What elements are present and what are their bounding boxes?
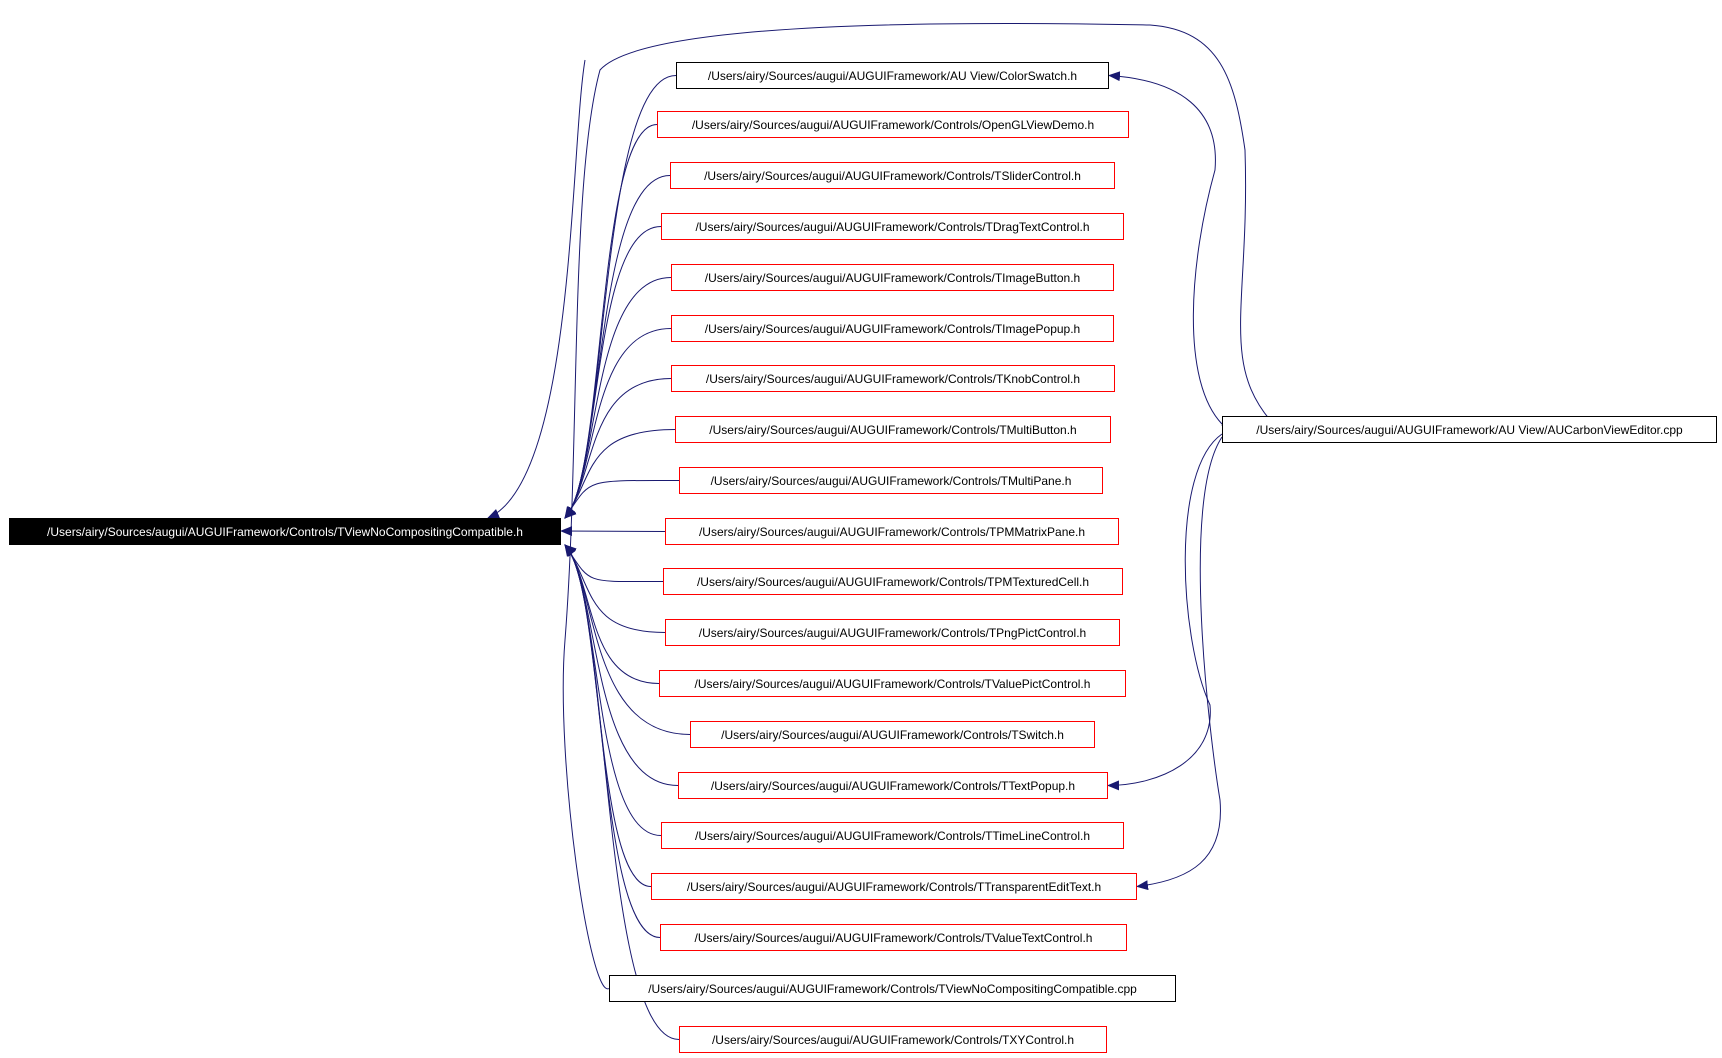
node-label: /Users/airy/Sources/augui/AUGUIFramework… bbox=[710, 778, 1076, 793]
edge-aucarbonvieweditor-cpp-to-ttext-popup-h bbox=[1107, 433, 1223, 791]
node-label: /Users/airy/Sources/augui/AUGUIFramework… bbox=[698, 524, 1086, 539]
node-label: /Users/airy/Sources/augui/AUGUIFramework… bbox=[710, 473, 1072, 488]
node-label: /Users/airy/Sources/augui/AUGUIFramework… bbox=[694, 828, 1090, 843]
node-label: /Users/airy/Sources/augui/AUGUIFramework… bbox=[709, 422, 1077, 437]
edge-tknob-control-h-to-root bbox=[564, 378, 672, 519]
node-tvalue-text-control-h[interactable]: /Users/airy/Sources/augui/AUGUIFramework… bbox=[660, 924, 1127, 951]
edge-aucarbonvieweditor-cpp-to-ttransparent-edit-text-h bbox=[1136, 436, 1223, 891]
node-aucarbonvieweditor-cpp[interactable]: /Users/airy/Sources/augui/AUGUIFramework… bbox=[1222, 416, 1717, 443]
node-label: /Users/airy/Sources/augui/AUGUIFramework… bbox=[694, 930, 1093, 945]
node-open-glview-demo-h[interactable]: /Users/airy/Sources/augui/AUGUIFramework… bbox=[657, 111, 1129, 138]
node-ttransparent-edit-text-h[interactable]: /Users/airy/Sources/augui/AUGUIFramework… bbox=[651, 873, 1137, 900]
node-label: /Users/airy/Sources/augui/AUGUIFramework… bbox=[704, 270, 1081, 285]
node-timage-popup-h[interactable]: /Users/airy/Sources/augui/AUGUIFramework… bbox=[671, 315, 1114, 342]
node-label: /Users/airy/Sources/augui/AUGUIFramework… bbox=[648, 981, 1137, 996]
node-ttime-line-control-h[interactable]: /Users/airy/Sources/augui/AUGUIFramework… bbox=[661, 822, 1124, 849]
node-label: /Users/airy/Sources/augui/AUGUIFramework… bbox=[698, 625, 1087, 640]
node-label: /Users/airy/Sources/augui/AUGUIFramework… bbox=[695, 219, 1090, 234]
edge-tpmmatrix-pane-h-to-root bbox=[560, 526, 666, 537]
node-tpng-pict-control-h[interactable]: /Users/airy/Sources/augui/AUGUIFramework… bbox=[665, 619, 1120, 646]
edge-txycontrol-h-to-root bbox=[564, 544, 680, 1040]
node-tpmtextured-cell-h[interactable]: /Users/airy/Sources/augui/AUGUIFramework… bbox=[663, 568, 1123, 595]
node-txycontrol-h[interactable]: /Users/airy/Sources/augui/AUGUIFramework… bbox=[679, 1026, 1107, 1053]
node-tview-no-compositing-compatible-cpp[interactable]: /Users/airy/Sources/augui/AUGUIFramework… bbox=[609, 975, 1176, 1002]
node-label: /Users/airy/Sources/augui/AUGUIFramework… bbox=[705, 371, 1081, 386]
node-tdrag-text-control-h[interactable]: /Users/airy/Sources/augui/AUGUIFramework… bbox=[661, 213, 1124, 240]
edge-tview-cpp-loop bbox=[562, 22, 1271, 990]
node-tpmmatrix-pane-h[interactable]: /Users/airy/Sources/augui/AUGUIFramework… bbox=[665, 518, 1119, 545]
node-tknob-control-h[interactable]: /Users/airy/Sources/augui/AUGUIFramework… bbox=[671, 365, 1115, 392]
edge-tmulti-pane-h-to-root bbox=[564, 479, 680, 519]
node-color-swatch-h[interactable]: /Users/airy/Sources/augui/AUGUIFramework… bbox=[676, 62, 1109, 89]
edge-tvalue-text-control-h-to-root bbox=[564, 544, 661, 938]
node-label: /Users/airy/Sources/augui/AUGUIFramework… bbox=[691, 117, 1095, 132]
edge-aucarbonvieweditor-cpp-to-color-swatch-h bbox=[1108, 71, 1223, 425]
node-tslider-control-h[interactable]: /Users/airy/Sources/augui/AUGUIFramework… bbox=[670, 162, 1115, 189]
node-tvalue-pict-control-h[interactable]: /Users/airy/Sources/augui/AUGUIFramework… bbox=[659, 670, 1126, 697]
node-label: /Users/airy/Sources/augui/AUGUIFramework… bbox=[721, 727, 1064, 742]
node-timage-button-h[interactable]: /Users/airy/Sources/augui/AUGUIFramework… bbox=[671, 264, 1114, 291]
edge-open-glview-demo-h-to-root bbox=[564, 124, 658, 519]
edge-tmulti-button-h-to-root bbox=[564, 429, 676, 519]
node-label: /Users/airy/Sources/augui/AUGUIFramework… bbox=[711, 1032, 1075, 1047]
node-ttext-popup-h[interactable]: /Users/airy/Sources/augui/AUGUIFramework… bbox=[678, 772, 1108, 799]
root-header-label: /Users/airy/Sources/augui/AUGUIFramework… bbox=[47, 524, 523, 539]
node-label: /Users/airy/Sources/augui/AUGUIFramework… bbox=[696, 574, 1090, 589]
node-label: /Users/airy/Sources/augui/AUGUIFramework… bbox=[694, 676, 1091, 691]
edge-tpng-pict-control-h-to-root bbox=[564, 544, 666, 633]
node-tswitch-h[interactable]: /Users/airy/Sources/augui/AUGUIFramework… bbox=[690, 721, 1095, 748]
edge-color-swatch-h-to-root bbox=[564, 75, 677, 519]
node-label: /Users/airy/Sources/augui/AUGUIFramework… bbox=[704, 321, 1081, 336]
node-label: /Users/airy/Sources/augui/AUGUIFramework… bbox=[704, 168, 1081, 183]
node-label: /Users/airy/Sources/augui/AUGUIFramework… bbox=[707, 68, 1078, 83]
edge-ttime-line-control-h-to-root bbox=[564, 544, 662, 836]
root-header-node: /Users/airy/Sources/augui/AUGUIFramework… bbox=[9, 518, 561, 545]
node-tmulti-pane-h[interactable]: /Users/airy/Sources/augui/AUGUIFramework… bbox=[679, 467, 1103, 494]
edge-tview-no-compositing-compatible-cpp-to-root bbox=[487, 59, 586, 519]
node-label: /Users/airy/Sources/augui/AUGUIFramework… bbox=[686, 879, 1102, 894]
node-label: /Users/airy/Sources/augui/AUGUIFramework… bbox=[1256, 422, 1683, 437]
node-tmulti-button-h[interactable]: /Users/airy/Sources/augui/AUGUIFramework… bbox=[675, 416, 1111, 443]
edge-tdrag-text-control-h-to-root bbox=[564, 226, 662, 519]
